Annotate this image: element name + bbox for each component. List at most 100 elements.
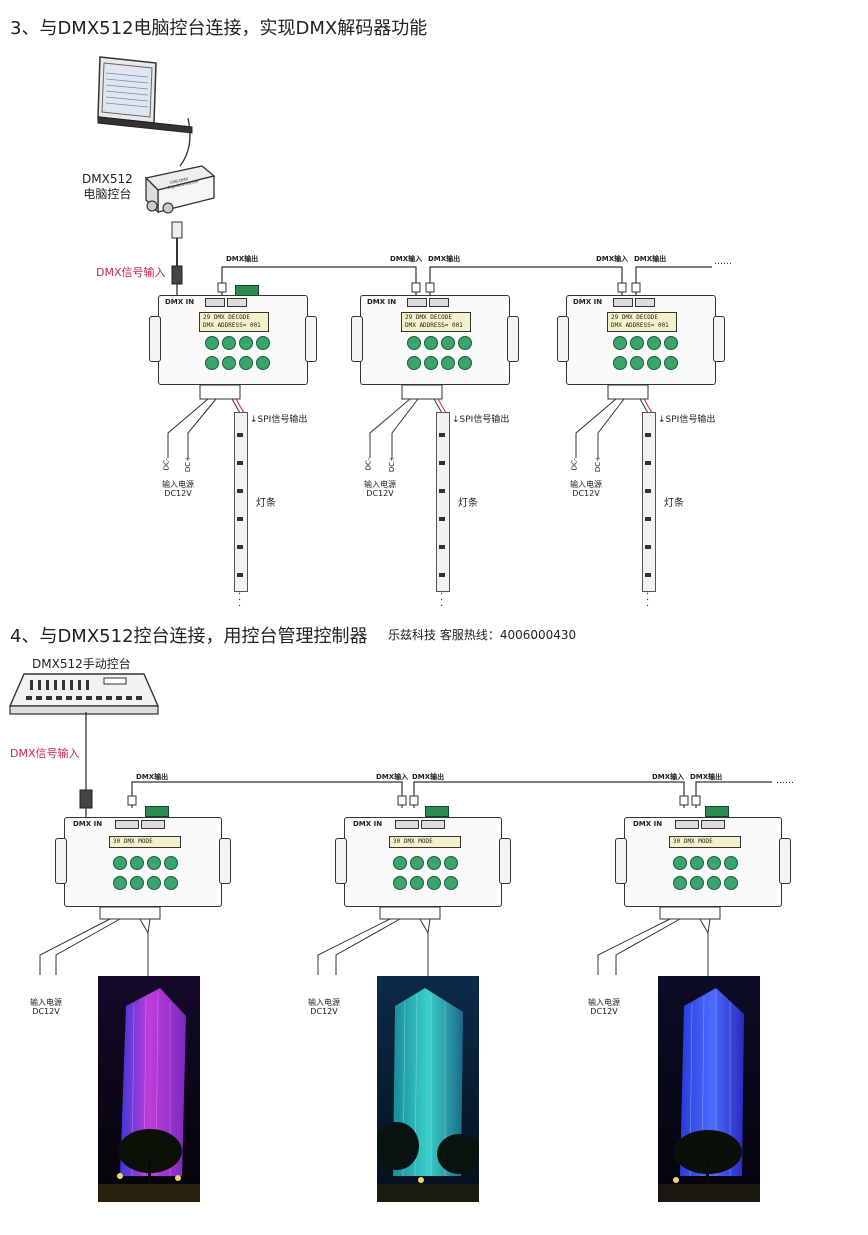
pc-console-label: DMX512 电脑控台 [82, 172, 133, 201]
button-1[interactable] [673, 856, 687, 870]
button-5[interactable] [673, 876, 687, 890]
strip-continuation: ··· [646, 589, 650, 612]
dmx-in-port-label: DMX IN [573, 298, 603, 306]
button-3[interactable] [647, 336, 661, 350]
power-input-label: 输入电源 DC12V [30, 998, 62, 1016]
button-8[interactable] [664, 356, 678, 370]
button-1[interactable] [613, 336, 627, 350]
section4-title: 4、与DMX512控台连接，用控台管理控制器 [10, 626, 368, 647]
button-8[interactable] [164, 876, 178, 890]
button-4[interactable] [164, 856, 178, 870]
lcd-display: 29 DMX DECODE DMX ADDRESS= 001 [401, 312, 471, 332]
button-7[interactable] [707, 876, 721, 890]
manual-console-label: DMX512手动控台 [32, 657, 131, 671]
button-3[interactable] [239, 336, 253, 350]
button-4[interactable] [444, 856, 458, 870]
dmx-decoder-controller: DMX IN 29 DMX DECODE DMX ADDRESS= 001 [149, 285, 317, 385]
button-2[interactable] [410, 856, 424, 870]
button-3[interactable] [427, 856, 441, 870]
button-7[interactable] [441, 356, 455, 370]
button-1[interactable] [205, 336, 219, 350]
dmx-decoder-controller: DMX IN 29 DMX DECODE DMX ADDRESS= 001 [557, 295, 725, 385]
led-strip [436, 412, 450, 592]
console-dmx-cable [79, 712, 93, 820]
button-6[interactable] [424, 356, 438, 370]
dmx-in-port-label: DMX IN [353, 820, 383, 828]
building-photo-blue [658, 976, 760, 1202]
dmx-out-label-3: DMX输出 [634, 255, 667, 263]
svg-text:USB-DMX: USB-DMX [169, 176, 189, 185]
button-2[interactable] [222, 336, 236, 350]
light-strip-label: 灯条 [458, 498, 478, 509]
button-2[interactable] [130, 856, 144, 870]
spi-output-label: ↓SPI信号输出 [250, 415, 308, 425]
button-3[interactable] [441, 336, 455, 350]
button-7[interactable] [239, 356, 253, 370]
button-4[interactable] [458, 336, 472, 350]
power-input-label: 输入电源 DC12V [162, 480, 194, 498]
dmx-out-label-2: DMX输出 [428, 255, 461, 263]
button-7[interactable] [147, 876, 161, 890]
button-2[interactable] [424, 336, 438, 350]
button-5[interactable] [113, 876, 127, 890]
dmx-xlr-cable [171, 221, 183, 298]
dmx-controller: DMX IN 30 DMX MODE [615, 806, 791, 907]
power-and-spi-wires-s3 [167, 384, 653, 458]
light-strip-label: 灯条 [256, 498, 276, 509]
chain-continuation: …… [714, 257, 732, 267]
button-6[interactable] [130, 876, 144, 890]
button-2[interactable] [690, 856, 704, 870]
dmx-in-port-label: DMX IN [165, 298, 195, 306]
lcd-display: 29 DMX DECODE DMX ADDRESS= 001 [199, 312, 269, 332]
dmx-signal-input-label: DMX信号输入 [10, 747, 80, 760]
button-8[interactable] [444, 876, 458, 890]
button-5[interactable] [205, 356, 219, 370]
button-4[interactable] [664, 336, 678, 350]
company-hotline: 乐兹科技 客服热线：4006000430 [388, 628, 577, 642]
dmx-chain-wires-s4 [127, 781, 772, 808]
output-wires-s4 [39, 906, 721, 977]
button-7[interactable] [647, 356, 661, 370]
button-6[interactable] [630, 356, 644, 370]
building-photo-magenta [98, 976, 200, 1202]
button-3[interactable] [707, 856, 721, 870]
strip-continuation: ··· [238, 589, 242, 612]
dmx-in-label-2: DMX输入 [390, 255, 423, 263]
led-strip [234, 412, 248, 592]
lcd-display: 30 DMX MODE [669, 836, 741, 848]
button-8[interactable] [458, 356, 472, 370]
dmx-controller: DMX IN 30 DMX MODE [55, 806, 231, 907]
button-5[interactable] [393, 876, 407, 890]
button-7[interactable] [427, 876, 441, 890]
button-5[interactable] [613, 356, 627, 370]
button-1[interactable] [113, 856, 127, 870]
dc-minus-label: DC- [162, 457, 171, 471]
button-6[interactable] [690, 876, 704, 890]
button-3[interactable] [147, 856, 161, 870]
button-8[interactable] [724, 876, 738, 890]
power-input-label: 输入电源 DC12V [570, 480, 602, 498]
button-2[interactable] [630, 336, 644, 350]
terminal-block [235, 285, 259, 296]
dc-minus-label: DC- [364, 457, 373, 471]
dc-minus-label: DC- [570, 457, 579, 471]
button-6[interactable] [222, 356, 236, 370]
section3-title: 3、与DMX512电脑控台连接，实现DMX解码器功能 [10, 18, 428, 39]
led-strip [642, 412, 656, 592]
button-1[interactable] [407, 336, 421, 350]
button-5[interactable] [407, 356, 421, 370]
button-8[interactable] [256, 356, 270, 370]
dmx-in-label-3: DMX输入 [596, 255, 629, 263]
svg-text:Signalconverter: Signalconverter [167, 178, 199, 190]
strip-continuation: ··· [440, 589, 444, 612]
button-4[interactable] [256, 336, 270, 350]
dmx-out-label-2: DMX输出 [412, 773, 445, 781]
dc-plus-label: DC+ [184, 455, 193, 473]
button-1[interactable] [393, 856, 407, 870]
button-4[interactable] [724, 856, 738, 870]
dmx-in-port-label: DMX IN [73, 820, 103, 828]
button-6[interactable] [410, 876, 424, 890]
dmx-in-port-label: DMX IN [367, 298, 397, 306]
dmx-in-label-2: DMX输入 [376, 773, 409, 781]
spi-output-label: ↓SPI信号输出 [658, 415, 716, 425]
